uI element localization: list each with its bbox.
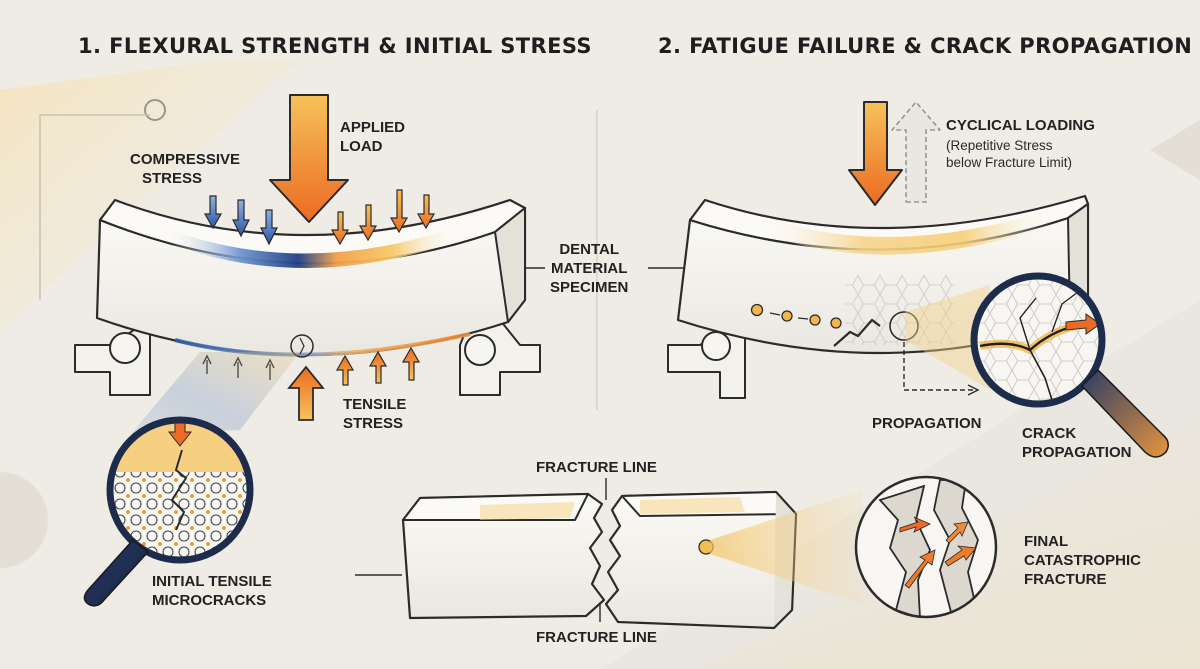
panel-1-title: 1. FLEXURAL STRENGTH & INITIAL STRESS: [78, 34, 592, 58]
fatigue-left-support: [667, 317, 746, 399]
cyclical-loading-label: CYCLICAL LOADING: [946, 117, 1095, 134]
cyclical-loading-note: (Repetitive Stress below Fracture Limit): [946, 138, 1073, 170]
crack-propagation-label: CRACK PROPAGATION: [1022, 425, 1132, 461]
tensile-arrows: [202, 346, 421, 421]
microcracks-label: INITIAL TENSILE MICROCRACKS: [152, 573, 272, 609]
compressive-arrows: [203, 195, 278, 246]
applied-load-arrow: [269, 94, 349, 223]
specimen-label: DENTAL MATERIAL SPECIMEN: [550, 241, 629, 296]
crack-nucleation-dots: [750, 303, 842, 329]
tensile-stress-label: TENSILE STRESS: [343, 396, 407, 432]
cyclical-load-arrows: [848, 101, 941, 206]
final-fracture-label: FINAL CATASTROPHIC FRACTURE: [1024, 533, 1141, 588]
propagation-label: PROPAGATION: [872, 415, 982, 432]
propagation-leader: [903, 342, 980, 396]
panel-1-flexural-strength: [74, 94, 541, 607]
panel-2-fatigue-failure: [667, 101, 1169, 458]
bending-beam: [95, 198, 527, 358]
compressive-stress-label: COMPRESSIVE STRESS: [130, 151, 241, 187]
panel-3-final-fracture: [355, 475, 998, 630]
crack-magnifier: [905, 272, 1169, 458]
microcrack-magnifier: [83, 352, 300, 607]
fracture-magnifier: [854, 475, 998, 619]
left-support: [74, 319, 151, 396]
fracture-line-bottom-label: FRACTURE LINE: [536, 629, 657, 646]
applied-load-label: APPLIED LOAD: [340, 119, 406, 155]
panel-2-title: 2. FATIGUE FAILURE & CRACK PROPAGATION: [658, 34, 1193, 58]
fractured-right-piece: [604, 490, 862, 630]
fracture-line-top-label: FRACTURE LINE: [536, 459, 657, 476]
upper-load-arrows: [330, 189, 436, 246]
right-support: [459, 319, 541, 396]
fractured-left-piece: [401, 492, 606, 620]
